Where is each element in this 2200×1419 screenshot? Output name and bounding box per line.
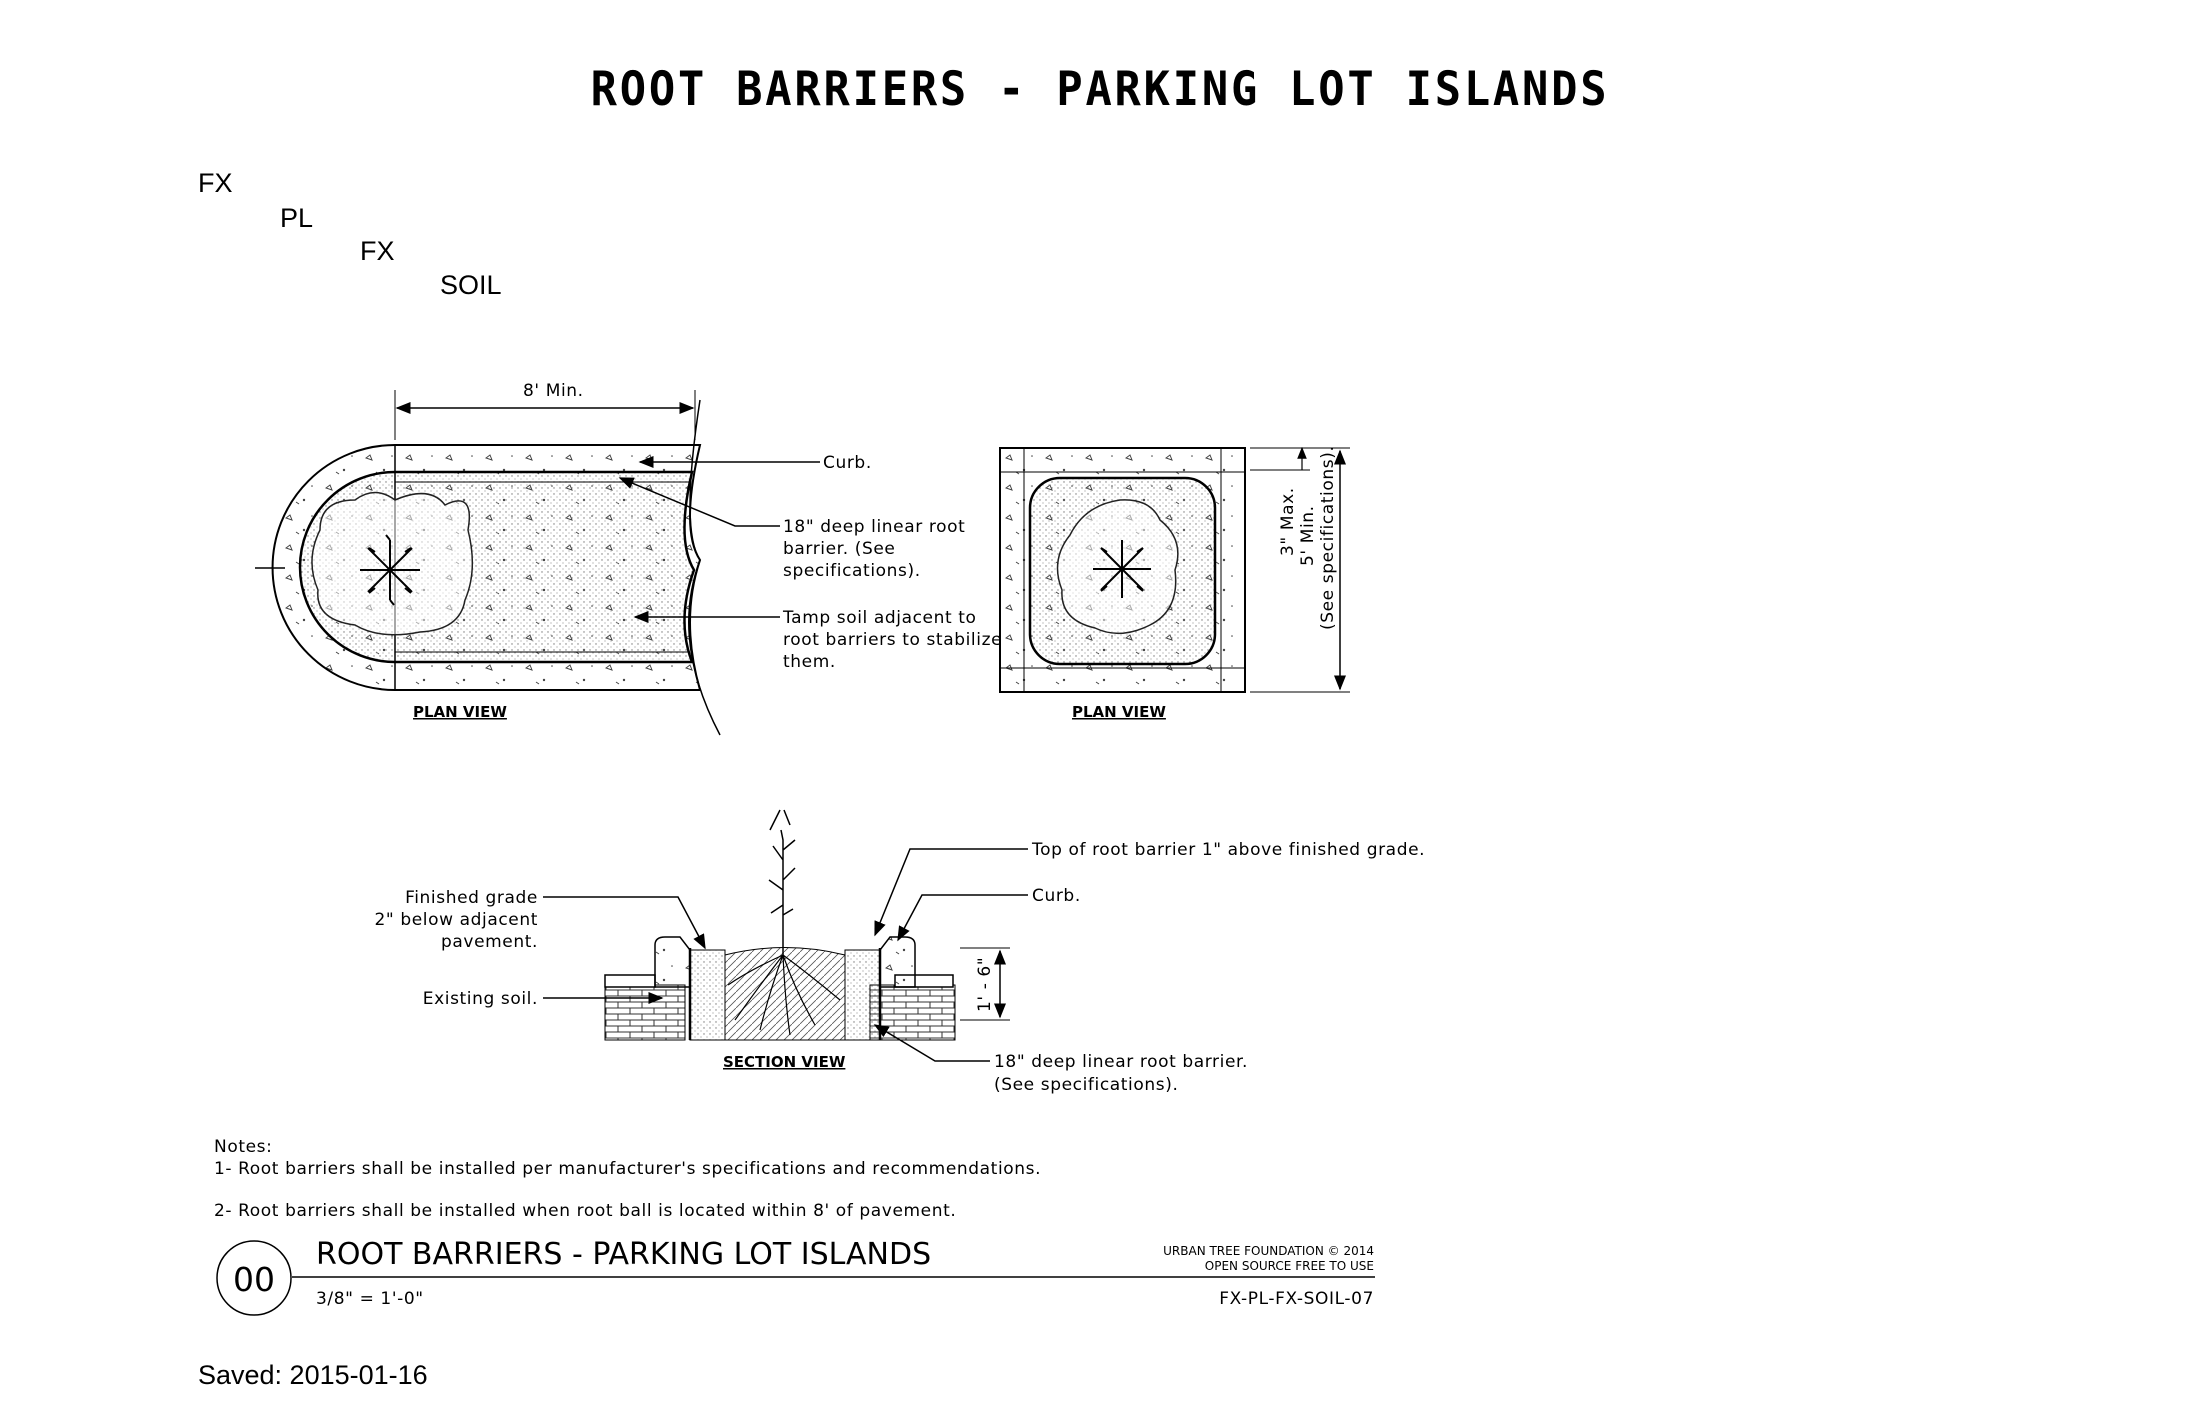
code-pl: PL: [280, 203, 314, 233]
dim-3in-max: 3" Max.: [1278, 487, 1298, 556]
tamp-label-line3: them.: [783, 652, 836, 672]
plan-view-left: 8' Min. Curb. 18" deep linear root barri…: [255, 381, 1002, 736]
section-barrier-line2: (See specifications).: [994, 1075, 1178, 1095]
dim-5ft-min: 5' Min.: [1298, 505, 1318, 566]
existing-soil-label: Existing soil.: [423, 989, 538, 1009]
section-view-label: SECTION VIEW: [723, 1053, 846, 1071]
org-line-1: URBAN TREE FOUNDATION © 2014: [1163, 1244, 1374, 1258]
tree-symbol-left: [360, 534, 420, 606]
code-fx: FX: [198, 168, 233, 198]
note-2: 2- Root barriers shall be installed when…: [214, 1201, 956, 1221]
barrier-label-line1: 18" deep linear root: [783, 517, 965, 537]
tree-symbol-right: [1093, 540, 1151, 598]
section-barrier-line1: 18" deep linear root barrier.: [994, 1052, 1248, 1072]
org-line-2: OPEN SOURCE FREE TO USE: [1205, 1259, 1374, 1273]
root-mass-section: [727, 954, 841, 1036]
tree-trunk-section: [768, 809, 796, 955]
dimension-8ft-min: 8' Min.: [523, 381, 584, 401]
dim-1ft-6in: 1' - 6": [975, 957, 995, 1012]
dim-see-spec: (See specifications).: [1318, 446, 1338, 630]
finished-grade-line2: 2" below adjacent: [374, 910, 538, 930]
notes: Notes: 1- Root barriers shall be install…: [214, 1137, 1041, 1221]
code-soil: SOIL: [440, 270, 502, 300]
barrier-label-line3: specifications).: [783, 561, 921, 581]
title-block-title: ROOT BARRIERS - PARKING LOT ISLANDS: [316, 1237, 931, 1272]
title-block: 00 ROOT BARRIERS - PARKING LOT ISLANDS 3…: [216, 1237, 1375, 1316]
note-1: 1- Root barriers shall be installed per …: [214, 1159, 1041, 1179]
tamp-label-line2: root barriers to stabilize: [783, 630, 1002, 650]
page-title: ROOT BARRIERS - PARKING LOT ISLANDS: [590, 62, 1610, 117]
code-fx-2: FX: [360, 236, 395, 266]
plan-view-label-left: PLAN VIEW: [413, 703, 507, 721]
curb-label-section: Curb.: [1032, 886, 1081, 906]
saved-date: Saved: 2015-01-16: [198, 1360, 428, 1390]
section-view: 1' - 6" Top of root barrier 1" above fin…: [374, 809, 1425, 1095]
detail-number: 00: [233, 1260, 275, 1299]
plan-view-right: 3" Max. 5' Min. (See specifications). PL…: [999, 446, 1350, 721]
barrier-label-line2: barrier. (See: [783, 539, 895, 559]
sheet-id: FX-PL-FX-SOIL-07: [1219, 1289, 1374, 1309]
finished-grade-line1: Finished grade: [405, 888, 538, 908]
scale-label: 3/8" = 1'-0": [316, 1289, 424, 1309]
notes-heading: Notes:: [214, 1137, 272, 1157]
curb-label-left: Curb.: [823, 453, 872, 473]
tamp-label-line1: Tamp soil adjacent to: [782, 608, 977, 628]
finished-grade-line3: pavement.: [441, 932, 538, 952]
top-of-barrier-label: Top of root barrier 1" above finished gr…: [1031, 840, 1425, 860]
plan-view-label-right: PLAN VIEW: [1072, 703, 1166, 721]
